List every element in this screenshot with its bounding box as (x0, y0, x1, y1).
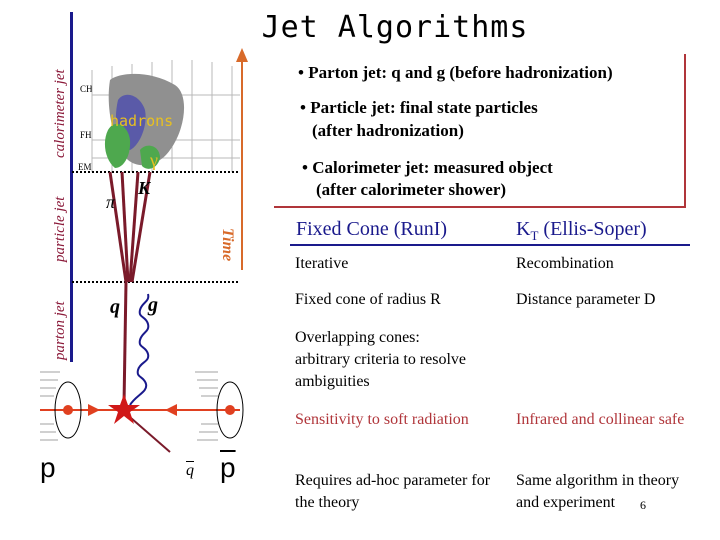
gluon-line (129, 293, 150, 406)
header-underline (290, 244, 690, 246)
header-kt-rest: (Ellis-Soper) (538, 218, 647, 240)
bullet-calorimeter-jet: • Calorimeter jet: measured object (302, 158, 553, 177)
gluon-label: g (148, 294, 158, 316)
proton-label: p (40, 452, 56, 483)
row3-cone: Overlapping cones: arbitrary criteria to… (295, 329, 467, 390)
row4-kt: Infrared and collinear safe (516, 411, 685, 428)
beam-arrow-left (88, 404, 100, 416)
jet-diagram (40, 48, 248, 453)
row1-cone: Iterative (295, 255, 349, 272)
quark-label: q (110, 296, 120, 318)
antiproton-label: p (220, 452, 236, 483)
collision-star-icon (108, 394, 140, 424)
header-kt: KT (Ellis-Soper) (516, 218, 647, 244)
time-arrow-head (236, 48, 248, 62)
page-number: 6 (640, 498, 646, 512)
row4-cone: Sensitivity to soft radiation (295, 411, 469, 428)
header-kt-k: K (516, 218, 531, 240)
page-title: Jet Algorithms (261, 10, 529, 45)
hadrons-label: hadrons (110, 112, 174, 130)
row2-cone: Fixed cone of radius R (295, 291, 441, 308)
row5-cone: Requires ad-hoc parameter for the theory (295, 472, 491, 511)
bullet-calorimeter-jet-detail: (after calorimeter shower) (316, 180, 507, 199)
antiquark-label: q (186, 462, 194, 479)
layer-ch-label: CH (80, 84, 93, 94)
proton-ellipse (54, 381, 82, 439)
beam-arrow-right (165, 404, 177, 416)
jet-definitions-box: • Parton jet: q and g (before hadronizat… (274, 54, 686, 208)
hadron-shower-green-2 (140, 145, 160, 169)
gamma-label: γ (150, 150, 158, 170)
row2-kt: Distance parameter D (516, 291, 656, 308)
header-kt-subscript: T (530, 228, 539, 243)
row5-kt: Same algorithm in theory and experiment (516, 472, 680, 511)
layer-fh-label: FH (80, 130, 92, 140)
antiproton-dot (225, 405, 235, 415)
bullet-particle-jet: • Particle jet: final state particles (300, 98, 538, 117)
hadron-shower-green (104, 123, 131, 168)
jet-axis-line (70, 12, 73, 362)
layer-em-label: EM (78, 162, 92, 172)
kaon-label: K (138, 178, 151, 198)
particle-tracks (108, 171, 152, 406)
bullet-particle-jet-detail: (after hadronization) (312, 121, 464, 140)
header-fixed-cone: Fixed Cone (RunI) (296, 218, 448, 240)
proton-remnant-lines (40, 371, 60, 441)
antiproton-ellipse (216, 381, 244, 439)
row1-kt: Recombination (516, 255, 614, 272)
antiproton-remnant-lines (195, 371, 218, 441)
bullet-parton-jet: • Parton jet: q and g (before hadronizat… (298, 63, 613, 82)
proton-dot (63, 405, 73, 415)
time-label: Time (219, 228, 236, 262)
pion-label: π (106, 192, 116, 212)
